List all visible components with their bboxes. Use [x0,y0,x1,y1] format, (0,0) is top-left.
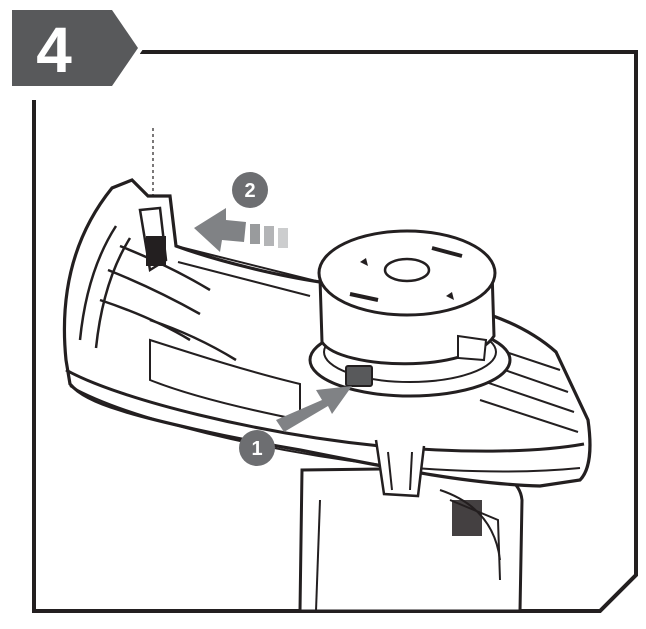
spool-head [308,229,512,398]
callout-1-label: 1 [251,438,262,460]
push-arrow [276,386,352,432]
step-badge: 4 [12,10,144,86]
slide-arrow [194,208,288,252]
callout-2-label: 2 [244,180,255,202]
callout-1: 1 [239,430,275,466]
panel-frame [32,50,638,613]
step-number: 4 [36,14,72,86]
callout-2: 2 [232,172,268,208]
